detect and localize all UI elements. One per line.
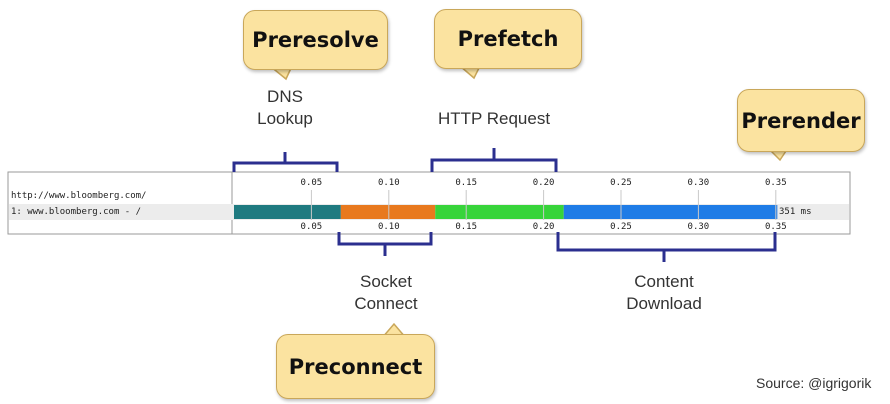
segment-socket-connect [340, 205, 436, 219]
waterfall-bars [234, 205, 778, 219]
waterfall-url: http://www.bloomberg.com/ [11, 191, 147, 201]
dns-label-line2: Lookup [257, 109, 313, 128]
prerender-callout: Prerender [737, 89, 865, 152]
tick-label-top: 0.10 [377, 178, 400, 188]
waterfall-total: 351 ms [779, 207, 812, 217]
prefetch-callout-tail [459, 65, 481, 80]
preresolve-label: Preresolve [252, 28, 379, 52]
preresolve-callout: Preresolve [243, 10, 388, 70]
dns-bracket [232, 152, 339, 172]
segment-http-request [435, 205, 564, 219]
tick-label-bottom: 0.25 [610, 222, 632, 232]
prefetch-callout: Prefetch [434, 9, 582, 69]
socket-label-line2: Connect [354, 294, 418, 313]
socket-connect-label: Socket Connect [336, 271, 436, 315]
content-bracket [556, 232, 777, 262]
segment-dns-lookup [234, 205, 341, 219]
tick-label-top: 0.15 [455, 178, 478, 188]
waterfall-row-label: 1: www.bloomberg.com - / [11, 207, 142, 217]
prefetch-label: Prefetch [457, 27, 559, 51]
tick-label-bottom: 0.15 [455, 222, 478, 232]
tick-label-top: 0.25 [610, 178, 632, 188]
socket-bracket [337, 232, 433, 256]
tick-label-bottom: 0.20 [532, 222, 555, 232]
content-download-label: Content Download [604, 271, 724, 315]
content-label-line2: Download [626, 294, 702, 313]
prerender-label: Prerender [741, 108, 861, 133]
http-request-label: HTTP Request [437, 109, 551, 128]
tick-label-top: 0.35 [764, 178, 787, 188]
dns-label-line1: DNS [267, 87, 303, 106]
tick-label-top: 0.05 [300, 178, 323, 188]
socket-label-line1: Socket [360, 272, 412, 291]
content-label-line1: Content [634, 272, 694, 291]
preconnect-label: Preconnect [288, 354, 423, 379]
tick-label-bottom: 0.05 [300, 222, 323, 232]
waterfall-gridlines [310, 190, 777, 220]
preconnect-callout: Preconnect [276, 334, 435, 399]
tick-label-top: 0.30 [687, 178, 710, 188]
http-bracket [430, 148, 558, 172]
source-credit: Source: @igrigorik [756, 375, 872, 391]
tick-label-bottom: 0.30 [687, 222, 710, 232]
segment-content-download [563, 205, 778, 219]
tick-label-top: 0.20 [532, 178, 555, 188]
waterfall-frame [7, 171, 851, 235]
tick-label-bottom: 0.10 [377, 222, 400, 232]
tick-label-bottom: 0.35 [764, 222, 787, 232]
dns-lookup-label: DNS Lookup [235, 86, 335, 130]
